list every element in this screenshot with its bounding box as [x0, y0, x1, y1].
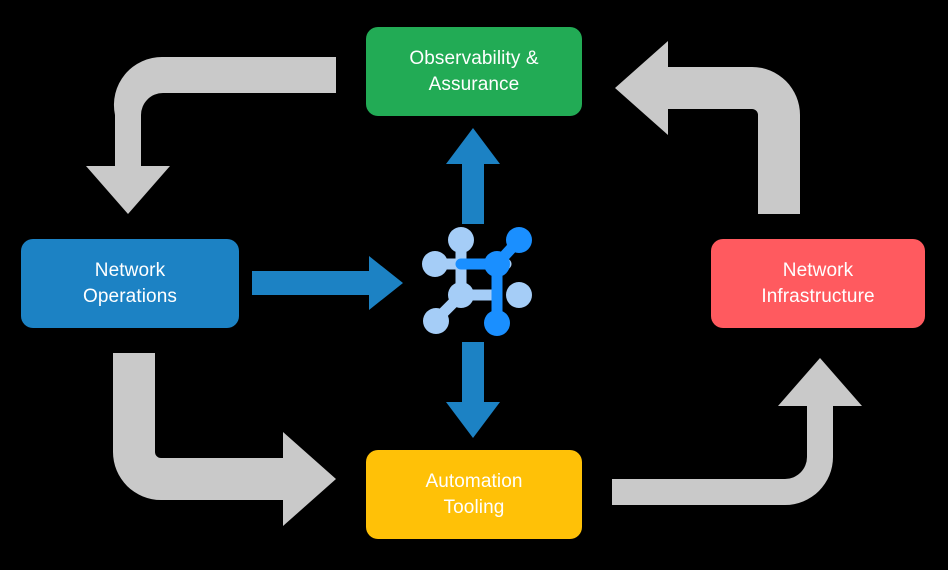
network-topology-icon — [422, 227, 532, 336]
gray-arrow-infrastructure-to-observability — [615, 41, 800, 214]
node-label-automation-tooling: Automation Tooling — [425, 471, 523, 518]
node-observability-assurance[interactable]: Observability & Assurance — [366, 27, 582, 116]
node-network-infrastructure[interactable]: Network Infrastructure — [711, 239, 925, 328]
node-label-observability: Observability & Assurance — [409, 48, 539, 95]
blue-arrow-center-to-automation — [446, 342, 500, 438]
gray-arrow-automation-to-infrastructure — [612, 358, 862, 505]
blue-arrow-operations-to-center — [252, 256, 403, 310]
node-label-network-infrastructure: Network Infrastructure — [761, 260, 875, 307]
gray-arrow-operations-to-automation — [113, 353, 336, 526]
node-network-operations[interactable]: Network Operations — [21, 239, 239, 328]
gray-arrow-observability-to-operations — [86, 56, 336, 214]
blue-arrow-center-to-observability — [446, 128, 500, 224]
node-label-network-operations: Network Operations — [83, 260, 177, 307]
node-automation-tooling[interactable]: Automation Tooling — [366, 450, 582, 539]
